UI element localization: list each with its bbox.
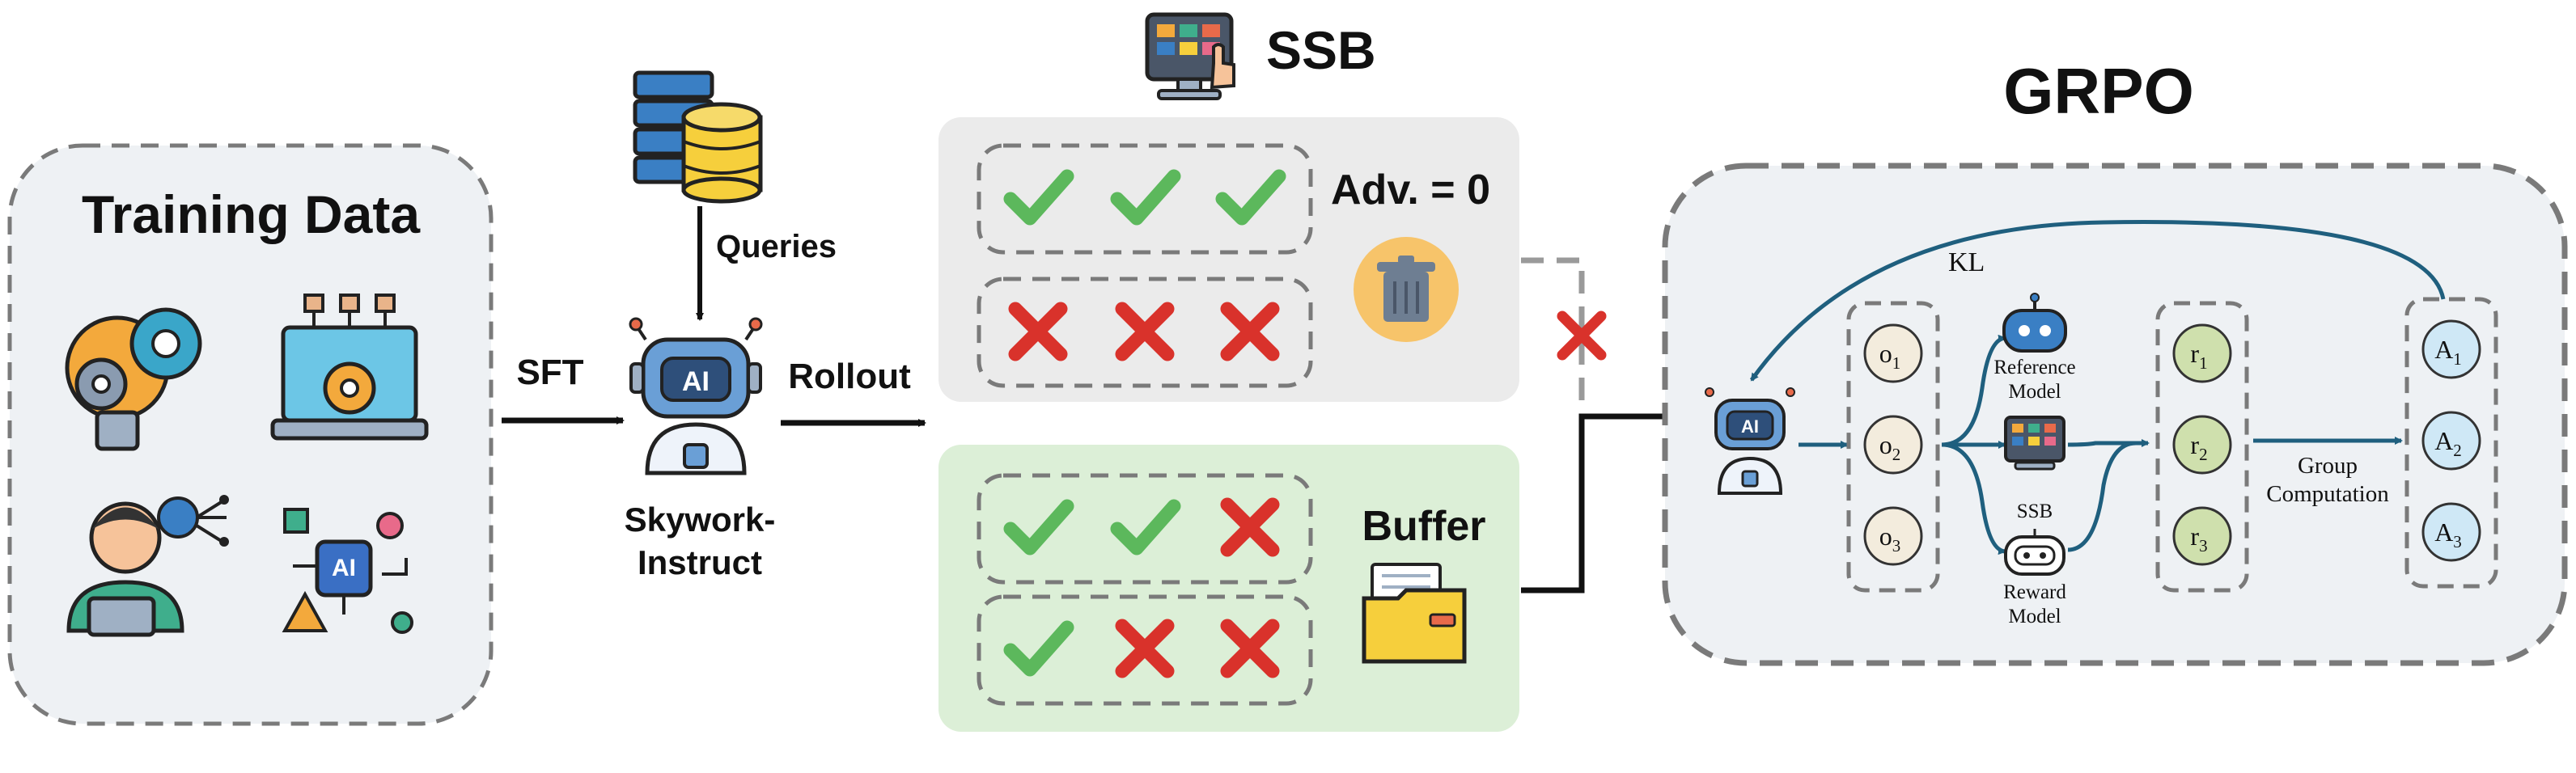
outputs-to-reference-arrow <box>1941 334 2006 447</box>
cross-icon <box>1115 619 1175 678</box>
model-name-line2: Instruct <box>638 543 762 581</box>
ssb-discard-line <box>1521 257 1585 404</box>
cross-icon <box>1220 497 1280 557</box>
advantage-a-1-label: A1 <box>2434 335 2462 369</box>
ssb-small-icon <box>2004 416 2065 471</box>
cross-icon <box>1220 619 1280 678</box>
advantage-a-3-label: A3 <box>2434 517 2462 551</box>
output-o-1-node: o1 <box>1863 323 1923 383</box>
ssb-small-label: SSB <box>2017 501 2053 522</box>
training-data-title: Training Data <box>82 184 421 244</box>
check-icon <box>1110 169 1181 226</box>
check-icon <box>1215 169 1286 226</box>
policy-robot-icon: AI <box>1705 387 1795 495</box>
rewards-group <box>2155 301 2249 593</box>
outputs-to-reward-arrow <box>1941 442 2006 555</box>
trash-icon <box>1354 237 1459 342</box>
reward-model-icon <box>2004 529 2065 576</box>
ssb-title: SSB <box>1266 20 1376 80</box>
ssb-group-row2 <box>977 277 1313 388</box>
cross-icon <box>1220 302 1280 361</box>
reward-r-2-label: r2 <box>2190 430 2207 464</box>
svg-text:AI: AI <box>682 366 710 397</box>
kl-label: KL <box>1948 247 1985 277</box>
output-o-1-label: o1 <box>1879 339 1901 373</box>
output-o-2-label: o2 <box>1879 430 1901 464</box>
adv-zero-label: Adv. = 0 <box>1331 167 1490 213</box>
grpo-panel: AI KL o1 o2 o3 Reference Model <box>1662 163 2568 666</box>
group-computation-line2: Computation <box>2266 481 2389 507</box>
advantage-a-1-node: A1 <box>2421 319 2481 379</box>
check-icon <box>1003 169 1074 226</box>
ssb-monitor-icon <box>1145 12 1235 100</box>
queries-label: Queries <box>716 229 837 264</box>
group-computation-line1: Group <box>2298 453 2358 479</box>
ssb-box: Adv. = 0 <box>938 117 1519 402</box>
check-icon <box>1003 499 1074 555</box>
reward-to-rewards-arrow <box>2067 441 2137 552</box>
reference-model-line1: Reference <box>1993 357 2075 378</box>
check-icon <box>1003 620 1074 677</box>
ssb-to-rewards-arrow <box>2067 439 2150 447</box>
database-icon <box>633 70 763 204</box>
svg-text:AI: AI <box>332 555 356 581</box>
advantages-group <box>2404 297 2498 589</box>
buffer-label: Buffer <box>1362 503 1485 550</box>
ai-chip-icon: AI <box>282 508 413 634</box>
discard-cross-icon <box>1557 310 1607 361</box>
folder-icon <box>1362 563 1467 664</box>
grpo-title: GRPO <box>2003 55 2194 127</box>
model-name-line1: Skywork- <box>625 501 776 539</box>
reward-model-line2: Model <box>2008 606 2061 627</box>
person-laptop-icon <box>66 495 229 637</box>
skywork-robot-icon: AI <box>629 317 763 475</box>
svg-text:AI: AI <box>1741 416 1759 437</box>
cross-icon <box>1115 302 1175 361</box>
buffer-group-row1 <box>977 473 1313 585</box>
advantage-a-2-label: A2 <box>2434 426 2462 460</box>
output-o-3-label: o3 <box>1879 522 1901 555</box>
reference-model-line2: Model <box>2008 381 2061 403</box>
check-icon <box>1110 499 1181 555</box>
laptop-gear-icon <box>270 294 429 441</box>
reward-model-line1: Reward <box>2003 581 2066 603</box>
buffer-box: Buffer <box>938 445 1519 732</box>
reward-r-3-node: r3 <box>2172 506 2232 566</box>
ssb-group-row1 <box>977 143 1313 255</box>
reward-r-2-node: r2 <box>2172 415 2232 475</box>
reward-r-3-label: r3 <box>2190 522 2207 555</box>
buffer-group-row2 <box>977 594 1313 706</box>
idea-gears-icon <box>65 307 202 451</box>
output-o-2-node: o2 <box>1863 415 1923 475</box>
sft-label: SFT <box>516 353 583 392</box>
advantage-a-3-node: A3 <box>2421 502 2481 562</box>
kl-arrow <box>1749 220 2446 382</box>
reward-r-1-node: r1 <box>2172 323 2232 383</box>
outputs-group <box>1846 301 1940 593</box>
rollout-label: Rollout <box>788 357 911 396</box>
cross-icon <box>1008 302 1068 361</box>
buffer-to-grpo-arrow <box>1521 412 1693 593</box>
training-data-panel: Training Data <box>7 143 494 726</box>
advantage-a-2-node: A2 <box>2421 411 2481 471</box>
reference-model-icon <box>2002 293 2067 353</box>
reward-r-1-label: r1 <box>2190 339 2207 373</box>
output-o-3-node: o3 <box>1863 506 1923 566</box>
